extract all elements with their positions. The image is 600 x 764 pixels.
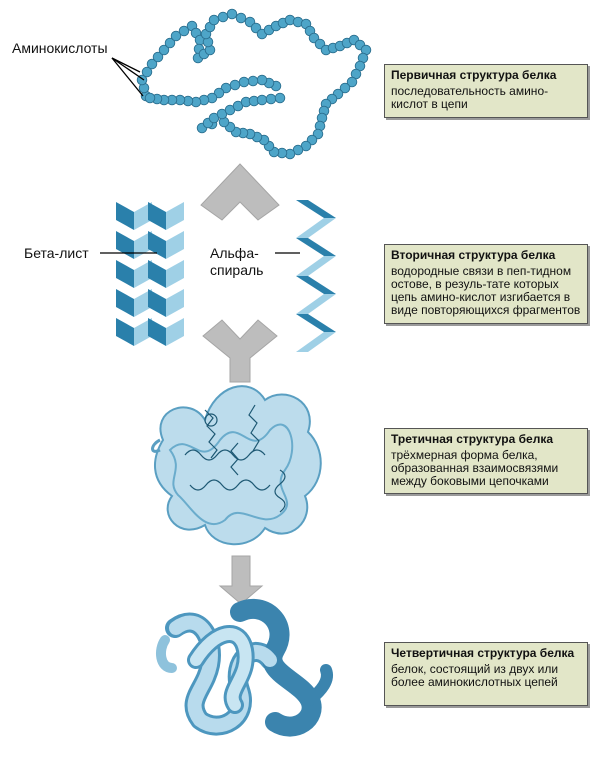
arrow-split — [200, 163, 280, 221]
quaternary-structure-box: Четвертичная структура белка белок, сост… — [384, 642, 588, 706]
beta-sheet — [116, 202, 184, 346]
secondary-structure-box: Вторичная структура белка водородные свя… — [384, 244, 588, 324]
secondary-structure-title: Вторичная структура белка — [391, 248, 556, 262]
tertiary-structure — [151, 385, 322, 546]
arrow-down — [218, 555, 264, 605]
amino-pointer-lines — [111, 57, 145, 97]
tertiary-structure-desc: трёхмерная форма белка, образованная вза… — [391, 448, 559, 488]
quaternary-structure-title: Четвертичная структура белка — [391, 646, 575, 660]
alpha-helix-label-line2: спираль — [210, 262, 264, 278]
alpha-helix-label: Альфа- спираль — [210, 245, 263, 279]
arrow-merge — [202, 319, 278, 383]
quaternary-structure — [155, 598, 333, 737]
beta-sheet-label: Бета-лист — [24, 245, 89, 261]
primary-structure-box: Первичная структура белка последовательн… — [384, 64, 588, 118]
quaternary-structure-desc: белок, состоящий из двух или более амино… — [391, 662, 559, 689]
alpha-helix — [296, 200, 336, 352]
alpha-helix-label-line1: Альфа- — [210, 245, 259, 261]
tertiary-structure-box: Третичная структура белка трёхмерная фор… — [384, 428, 588, 494]
amino-acid-chain — [136, 8, 372, 160]
secondary-structure-desc: водородные связи в пеп-тидном остове, в … — [391, 264, 581, 317]
tertiary-structure-title: Третичная структура белка — [391, 432, 554, 446]
primary-structure-desc: последовательность амино-кислот в цепи — [391, 84, 549, 111]
amino-acids-label: Аминокислоты — [12, 40, 108, 56]
primary-structure-title: Первичная структура белка — [391, 68, 557, 82]
